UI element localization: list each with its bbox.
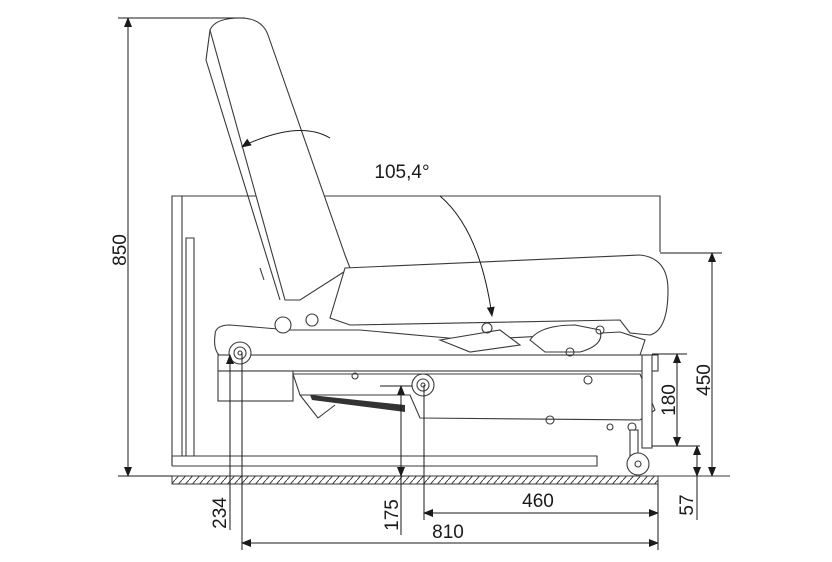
dimension-175: 175 (380, 385, 412, 535)
dimension-234: 234 (210, 354, 234, 530)
backrest (205, 17, 351, 301)
dimension-angle: 105,4° (241, 129, 495, 317)
mechanism (214, 313, 659, 476)
dimension-850: 850 (110, 17, 245, 477)
dim-180-label: 180 (659, 384, 680, 416)
dim-850-label: 850 (110, 234, 131, 266)
dimension-450: 450 (660, 252, 722, 477)
dim-57-label: 57 (677, 494, 698, 515)
housing-frame (171, 195, 661, 467)
dim-234-label: 234 (210, 497, 231, 529)
dimension-180: 180 (652, 353, 700, 447)
dimension-810: 810 (241, 352, 659, 550)
dimension-57: 57 (677, 445, 701, 520)
floor (150, 475, 730, 485)
seat-cushion (329, 254, 669, 336)
dim-810-label: 810 (432, 522, 464, 543)
dim-175-label: 175 (382, 499, 403, 531)
dim-460-label: 460 (522, 491, 554, 512)
angle-label: 105,4° (374, 162, 429, 183)
dim-450-label: 450 (694, 364, 715, 396)
